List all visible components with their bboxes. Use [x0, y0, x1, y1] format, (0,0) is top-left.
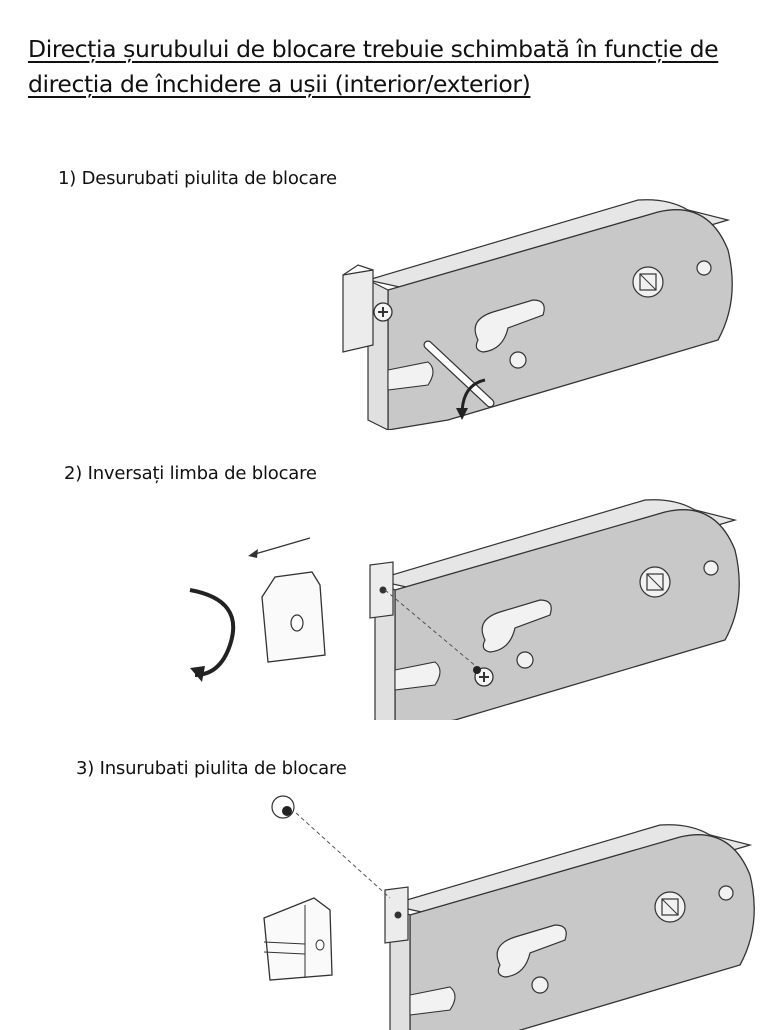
latch-tongue-icon — [261, 571, 326, 663]
rotate-arrow-icon — [189, 588, 236, 682]
lock-illustration-step-2 — [189, 499, 740, 720]
step-1-label: 1) Desurubati piulita de blocare — [58, 168, 337, 189]
step-3-label: 3) Insurubati piulita de blocare — [76, 758, 347, 779]
screw-icon — [473, 666, 494, 687]
screwdriver-icon — [423, 340, 495, 420]
latch-block-icon — [263, 897, 333, 981]
screw-icon — [271, 795, 295, 819]
lock-illustration-step-3 — [263, 795, 755, 1030]
lock-illustration-step-1 — [342, 199, 733, 430]
arrow-left-icon — [248, 537, 311, 558]
document-title: Direcția șurubului de blocare trebuie sc… — [28, 35, 719, 98]
step-2-label: 2) Inversați limba de blocare — [64, 463, 317, 484]
